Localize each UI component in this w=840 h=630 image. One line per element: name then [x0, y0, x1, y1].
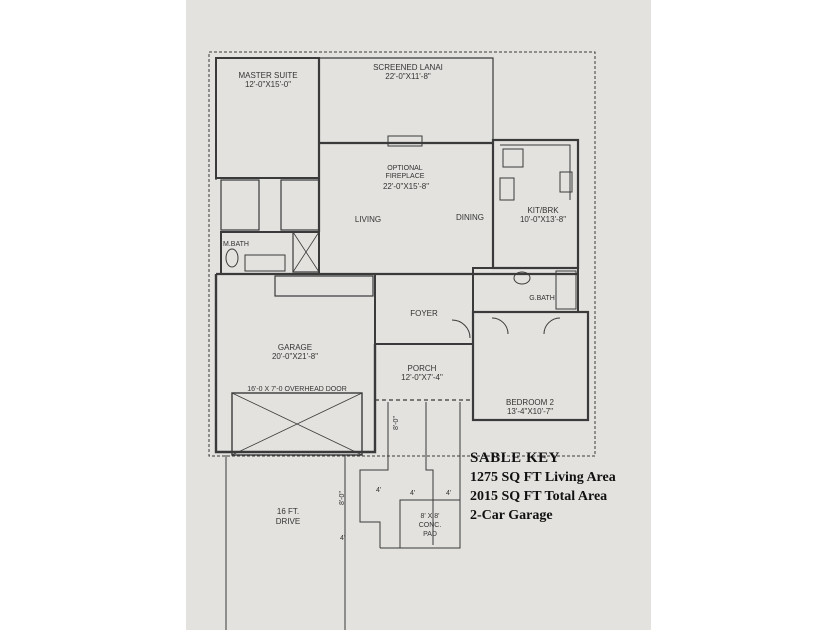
garage-label: GARAGE: [278, 343, 312, 352]
master-bath-label: M.BATH: [223, 241, 249, 248]
kitchen-size: 10'-0"X13'-8": [520, 215, 566, 224]
paper-sheet: [186, 0, 651, 630]
master-suite-size: 12'-0"X15'-0": [245, 80, 291, 89]
lot-outline: [208, 51, 596, 457]
foyer-label: FOYER: [410, 309, 438, 318]
dim-label: 8'-0": [393, 416, 400, 430]
living-area: 1275 SQ FT Living Area: [470, 470, 616, 485]
living-label: LIVING: [355, 215, 381, 224]
fireplace-label-1: OPTIONAL: [387, 165, 423, 172]
bedroom-2-size: 13'-4"X10'-7": [507, 407, 553, 416]
pad-label-1: 8' X 8': [420, 513, 439, 520]
range-icon: [559, 171, 573, 193]
sink-icon: [502, 148, 524, 168]
garage-walls: [214, 274, 377, 454]
plan-caption: SABLE KEY 1275 SQ FT Living Area 2015 SQ…: [470, 449, 616, 525]
fireplace-label-2: FIREPLACE: [386, 173, 425, 180]
garage-info: 2-Car Garage: [470, 508, 553, 523]
dim-label: 4': [446, 490, 451, 497]
guest-bath-label: G.BATH: [529, 295, 555, 302]
total-area: 2015 SQ FT Total Area: [470, 489, 608, 504]
kitchen-walls: [491, 138, 580, 270]
room-labels: SCREENED LANAI 22'-0"X11'-8" MASTER SUIT…: [223, 63, 566, 542]
dim-label: 8'-0": [339, 491, 346, 505]
porch-label: PORCH: [408, 364, 437, 373]
lanai-size: 22'-0"X11'-8": [385, 72, 431, 81]
overhead-door-label: 16'-0 X 7'-0 OVERHEAD DOOR: [247, 386, 347, 393]
bedroom-2-label: BEDROOM 2: [506, 398, 555, 407]
lanai-label: SCREENED LANAI: [373, 63, 443, 72]
dim-label: 4': [376, 487, 381, 494]
living-dining-size: 22'-0"X15'-8": [383, 182, 429, 191]
garage-door: [231, 392, 363, 456]
plan-title: SABLE KEY: [470, 450, 560, 466]
kitchen-label: KIT/BRK: [527, 206, 559, 215]
porch-size: 12'-0"X7'-4": [401, 373, 443, 382]
master-suite-label: MASTER SUITE: [238, 71, 297, 80]
dim-label: 4': [340, 535, 345, 542]
dining-label: DINING: [456, 213, 484, 222]
drive-label-2: DRIVE: [276, 517, 300, 526]
drive-label-1: 16 FT.: [277, 507, 299, 516]
pad-label-2: CONC.: [419, 522, 442, 529]
pad-label-3: PAD: [423, 531, 437, 538]
garage-size: 20'-0"X21'-8": [272, 352, 318, 361]
dim-label: 4': [410, 490, 415, 497]
